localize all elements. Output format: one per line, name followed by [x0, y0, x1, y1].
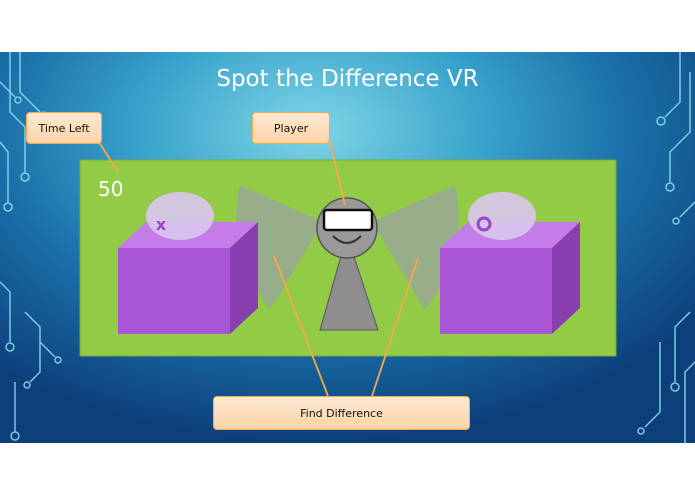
circuit-decoration	[0, 52, 695, 443]
player-connector	[329, 141, 346, 206]
right-box-side	[552, 222, 580, 334]
time-left-callout: Time Left	[26, 112, 102, 144]
right-marker-o	[476, 216, 492, 232]
player-smile	[332, 235, 362, 244]
view-cone-right	[372, 185, 459, 310]
timer-value: 50	[98, 177, 123, 201]
vr-headset-icon	[322, 208, 374, 232]
find-difference-connector-left	[273, 255, 329, 397]
left-box-side	[230, 222, 258, 334]
left-hologram	[146, 192, 214, 240]
find-difference-callout: Find Difference	[213, 396, 470, 430]
slide-title: Spot the Difference VR	[216, 66, 479, 92]
right-box-front	[440, 248, 552, 334]
player-body	[319, 233, 379, 331]
left-marker-x: x	[156, 215, 167, 234]
time-left-connector	[98, 141, 119, 173]
right-hologram	[468, 192, 536, 240]
find-difference-connector-right	[371, 257, 419, 397]
player-callout: Player	[252, 112, 330, 144]
left-box-front	[118, 248, 230, 334]
